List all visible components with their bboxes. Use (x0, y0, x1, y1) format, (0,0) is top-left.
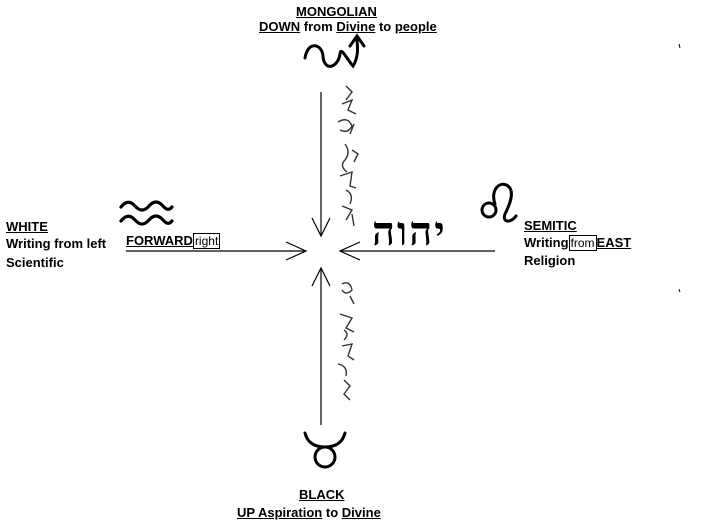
right-box: right (192, 233, 221, 249)
arrow-down-from-top (311, 92, 331, 238)
taurus-icon (303, 431, 347, 469)
from-box: from (568, 235, 597, 251)
black-title: BLACK (299, 487, 345, 502)
vertical-script-lower (337, 282, 355, 401)
west-line2: Scientific (6, 255, 64, 270)
arrow-up-from-bottom (311, 266, 331, 425)
semitic-title: SEMITIC (524, 218, 577, 233)
serpent-arrow-icon (303, 33, 366, 69)
arrow-right-from-left (126, 241, 308, 261)
mongolian-title: MONGOLIAN (296, 4, 377, 19)
west-line1: Writing from left (6, 236, 107, 251)
aquarius-waves-icon (119, 200, 174, 226)
north-caption: DOWN from Divine to people (259, 19, 437, 34)
white-title: WHITE (6, 219, 48, 234)
arrow-left-from-right (338, 241, 495, 261)
leo-icon (480, 182, 518, 223)
speck-mark (678, 43, 681, 49)
speck-mark (678, 288, 681, 293)
hebrew-text: יהוה (372, 208, 447, 255)
south-caption: UP Aspiration to Divine (237, 505, 381, 520)
east-line2: Religion (524, 253, 576, 268)
vertical-script-upper (337, 85, 359, 227)
